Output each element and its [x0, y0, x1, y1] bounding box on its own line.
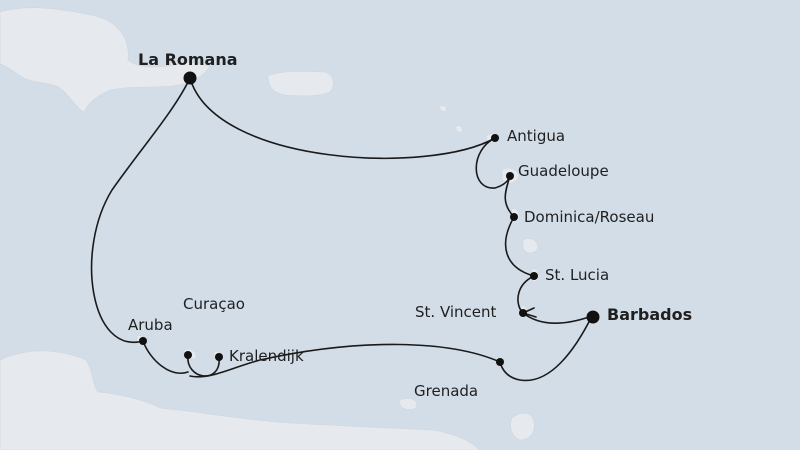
route-barbados-grenada	[499, 315, 593, 382]
marker-barbados	[586, 310, 600, 324]
marker-kralendijk	[215, 353, 223, 361]
label-dominica[interactable]: Dominica/Roseau	[524, 208, 655, 226]
small-islet	[455, 125, 463, 133]
label-curacao[interactable]: Curaçao	[183, 295, 245, 313]
martinique-island	[522, 238, 539, 254]
marker-la-romana	[183, 71, 197, 85]
small-islet	[399, 398, 418, 410]
label-la-romana[interactable]: La Romana	[138, 50, 238, 69]
label-st-lucia[interactable]: St. Lucia	[545, 266, 610, 284]
label-antigua[interactable]: Antigua	[507, 127, 566, 145]
south-america-landmass	[0, 350, 481, 450]
marker-layer	[139, 71, 600, 366]
route-aruba-la-romana	[90, 77, 191, 344]
marker-st-vincent	[519, 309, 527, 317]
hispaniola-landmass	[0, 7, 211, 113]
small-islet	[439, 105, 447, 112]
route-antigua-guadeloupe	[475, 137, 511, 189]
label-st-vincent[interactable]: St. Vincent	[415, 303, 497, 321]
marker-dominica	[510, 213, 518, 221]
marker-guadeloupe	[506, 172, 514, 180]
trinidad-landmass	[510, 412, 535, 441]
marker-aruba	[139, 337, 147, 345]
label-kralendijk[interactable]: Kralendijk	[229, 347, 304, 365]
route-kralendijk-curacao	[187, 354, 220, 377]
route-grenada-kralendijk	[189, 343, 501, 378]
route-dominica-st-lucia	[504, 216, 535, 277]
marker-st-lucia	[530, 272, 538, 280]
label-aruba[interactable]: Aruba	[128, 316, 173, 334]
puerto-rico-landmass	[267, 70, 334, 97]
marker-curacao	[184, 351, 192, 359]
route-la-romana-antigua	[189, 77, 496, 160]
marker-grenada	[496, 358, 504, 366]
label-barbados[interactable]: Barbados	[607, 305, 693, 324]
label-grenada[interactable]: Grenada	[414, 382, 479, 400]
route-curacao-aruba	[142, 340, 189, 374]
route-layer	[90, 77, 593, 382]
label-guadeloupe[interactable]: Guadeloupe	[518, 162, 609, 180]
marker-antigua	[491, 134, 499, 142]
